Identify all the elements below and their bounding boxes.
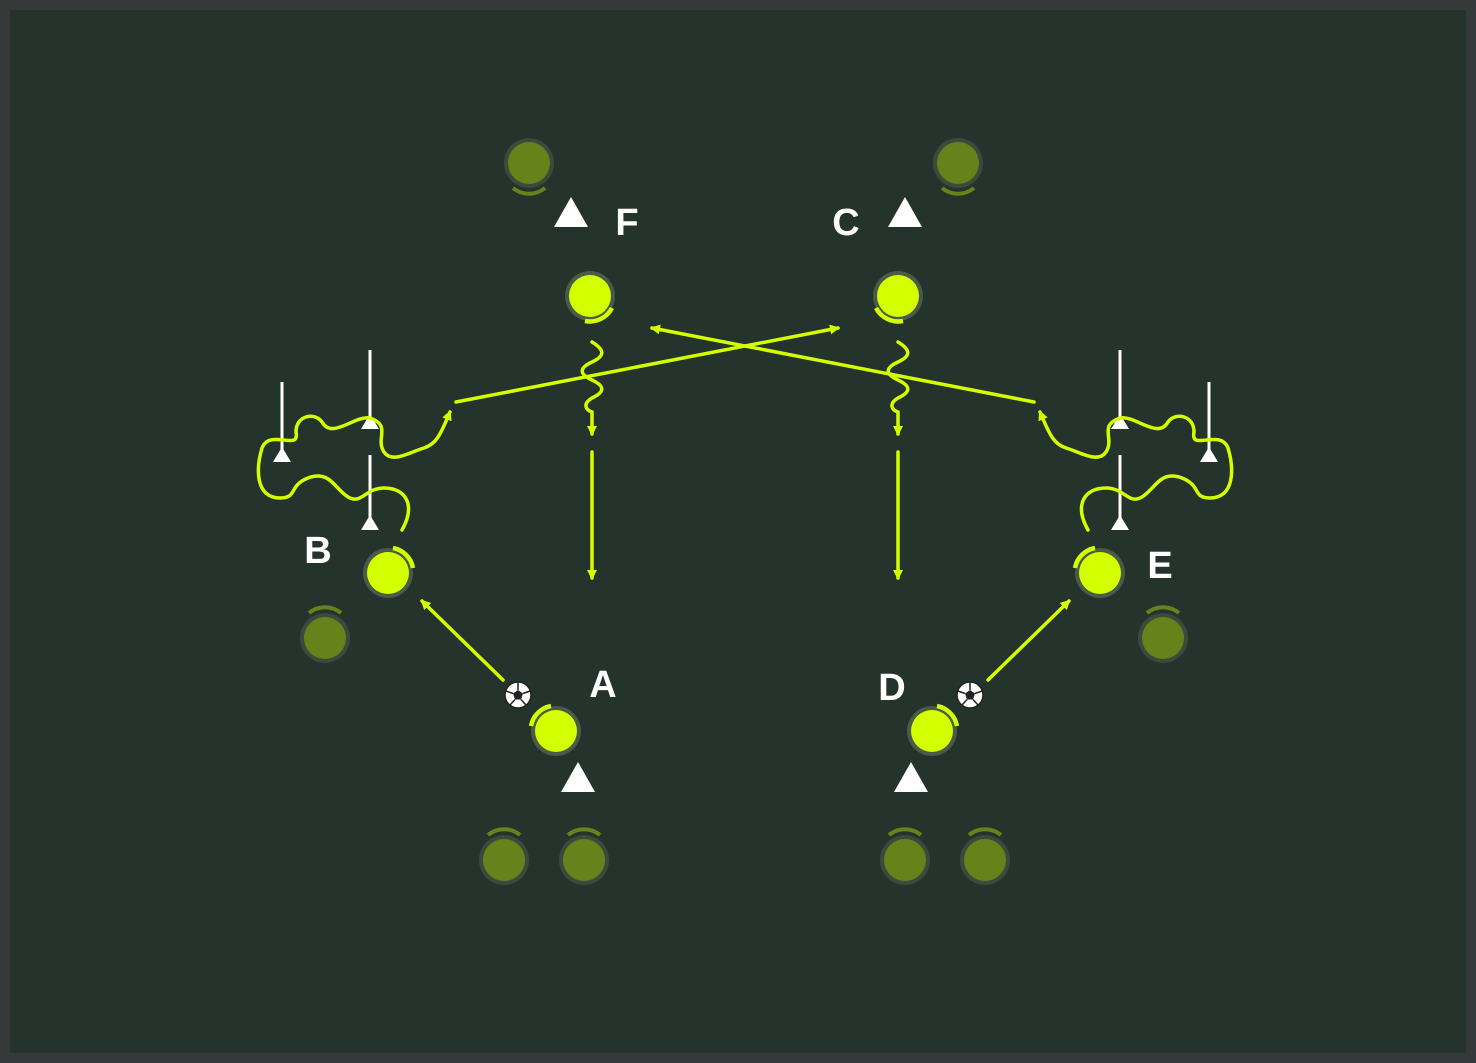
player-c bbox=[873, 271, 923, 324]
drill-diagram: F C B E A D bbox=[10, 10, 1466, 1053]
cone-icon bbox=[554, 197, 588, 227]
run-arrow-right-cross bbox=[650, 324, 1036, 404]
player-e bbox=[1072, 545, 1125, 598]
label-c: C bbox=[832, 202, 859, 244]
cone-icon bbox=[894, 762, 928, 792]
player-a bbox=[528, 703, 581, 756]
player-d bbox=[907, 703, 960, 756]
cone-icon bbox=[561, 762, 595, 792]
waiting-player bbox=[880, 827, 930, 885]
dribble-path-b bbox=[256, 410, 452, 532]
dribble-path-f bbox=[580, 340, 604, 436]
pass-arrow-d-to-e bbox=[986, 599, 1071, 682]
run-arrow-left-cross bbox=[454, 324, 840, 404]
waiting-player bbox=[960, 827, 1010, 885]
label-b: B bbox=[304, 530, 331, 572]
waiting-player bbox=[300, 605, 350, 663]
soccer-ball-icon bbox=[956, 681, 984, 709]
pole-group-left bbox=[273, 350, 379, 530]
cone-icon bbox=[361, 414, 379, 429]
drill-board: F C B E A D bbox=[10, 10, 1466, 1053]
label-a: A bbox=[589, 664, 616, 706]
cone-icon bbox=[273, 447, 291, 462]
cone-icon bbox=[1111, 515, 1129, 530]
waiting-player bbox=[504, 138, 554, 196]
cone-group bbox=[554, 197, 928, 792]
label-f: F bbox=[615, 202, 638, 244]
waiting-player bbox=[479, 827, 529, 885]
cone-icon bbox=[361, 515, 379, 530]
dribble-path-e bbox=[1038, 410, 1234, 532]
cone-icon bbox=[1200, 447, 1218, 462]
pass-arrow-a-to-b bbox=[420, 599, 505, 682]
label-e: E bbox=[1147, 545, 1172, 587]
dribble-path-c bbox=[886, 340, 910, 436]
soccer-ball-icon bbox=[504, 681, 532, 709]
pole-group-right bbox=[1111, 350, 1218, 530]
cone-icon bbox=[888, 197, 922, 227]
waiting-player bbox=[1138, 605, 1188, 663]
label-d: D bbox=[878, 667, 905, 709]
pitch-background bbox=[10, 10, 1466, 1053]
waiting-players bbox=[300, 138, 1188, 885]
player-f bbox=[565, 271, 615, 324]
waiting-player bbox=[559, 827, 609, 885]
player-b bbox=[363, 545, 416, 598]
active-players bbox=[363, 271, 1125, 756]
waiting-player bbox=[933, 138, 983, 196]
cone-icon bbox=[1111, 414, 1129, 429]
